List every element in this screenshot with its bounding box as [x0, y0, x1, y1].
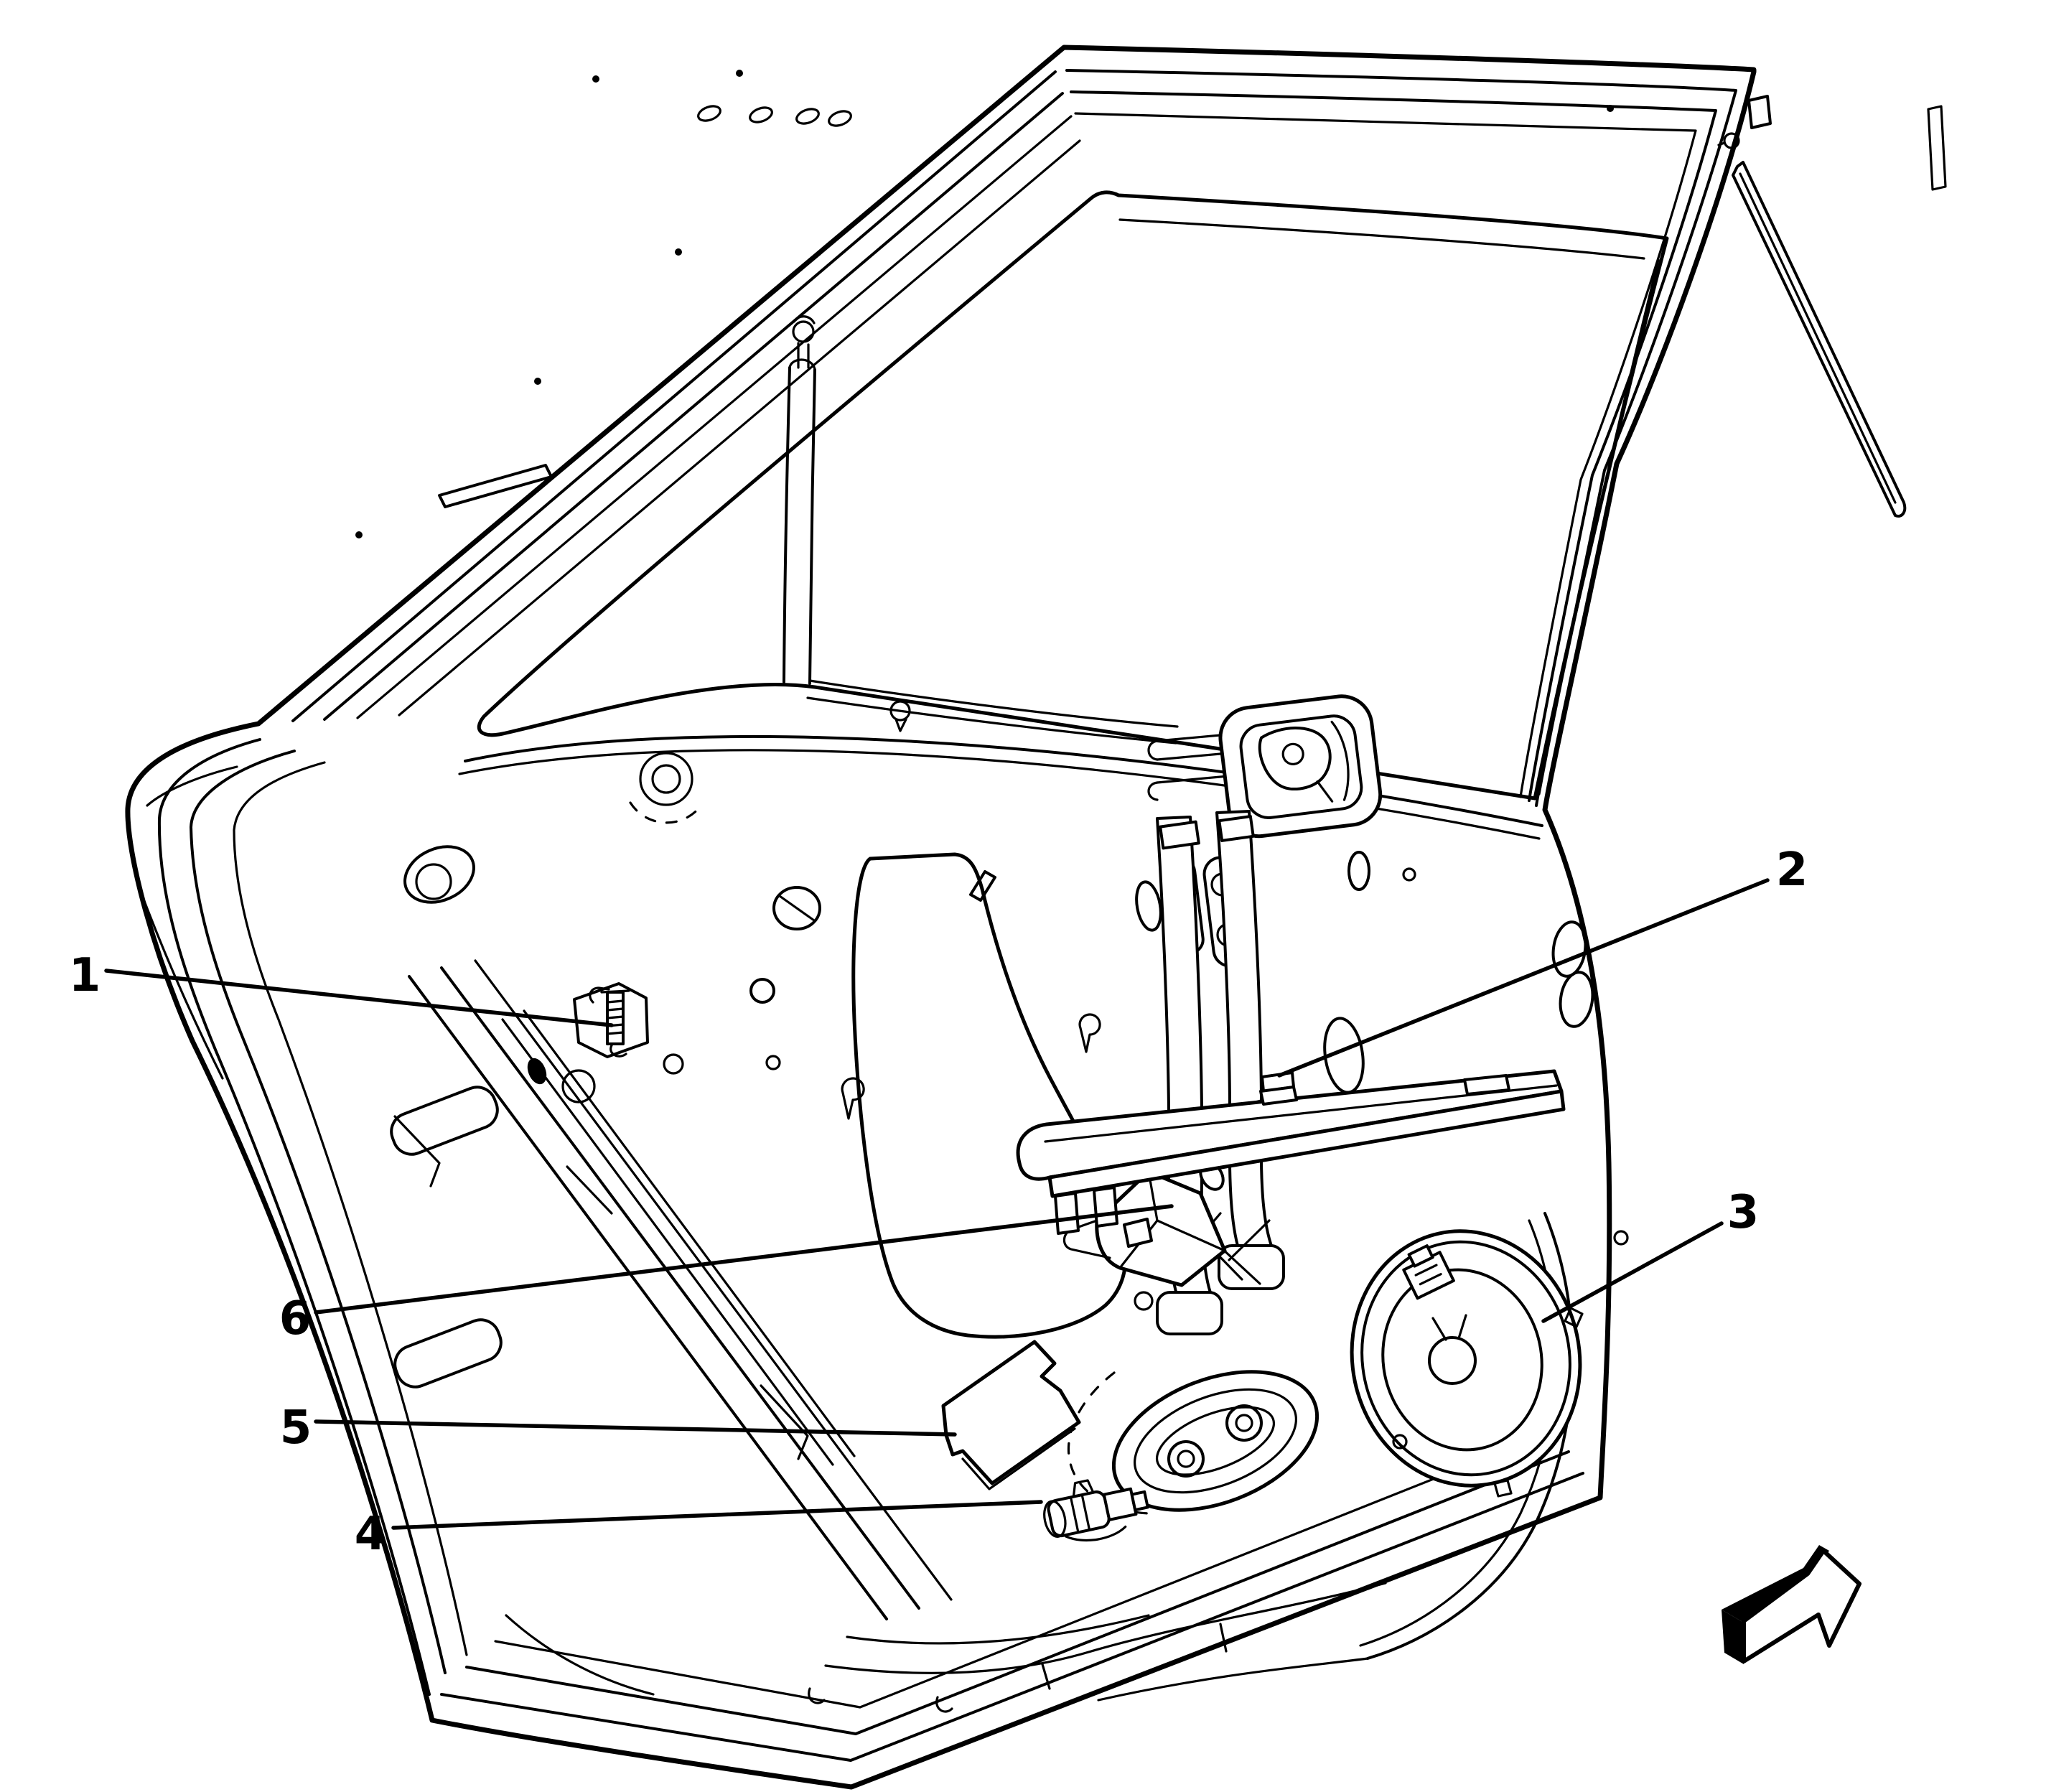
keyhole-slot — [841, 1077, 865, 1120]
keyhole-slot — [1078, 1013, 1101, 1053]
door-outline — [125, 45, 1757, 1790]
speaker — [1350, 1229, 1584, 1498]
window-division-channel — [783, 315, 816, 685]
callout-5-label: 5 — [280, 1401, 312, 1455]
callouts: 1 2 3 4 5 6 — [69, 844, 1808, 1561]
callout-2-leader — [1277, 878, 1770, 1078]
inside-door-handle — [1147, 694, 1383, 839]
window-opening — [477, 190, 1669, 801]
panel-access-opening — [851, 852, 1128, 1339]
callout-6-leader — [314, 1204, 1174, 1315]
rear-sash-strip — [1732, 161, 1907, 518]
window-regulator-bar — [1016, 1069, 1566, 1235]
door-latch-assembly — [1062, 1161, 1227, 1311]
callout-4-label: 4 — [355, 1508, 387, 1561]
front-direction-arrow-icon — [1722, 1545, 1862, 1664]
callout-6-label: 6 — [279, 1292, 312, 1345]
callout-2-label: 2 — [1776, 844, 1808, 897]
callout-1-label: 1 — [69, 949, 101, 1002]
callout-1-leader — [104, 969, 614, 1027]
door-check-bolt — [573, 982, 649, 1058]
frame-fastener-details — [355, 70, 1947, 538]
lock-actuator — [1043, 1479, 1149, 1542]
callout-4-leader — [391, 1500, 1043, 1530]
speaker-connector — [1402, 1244, 1455, 1300]
callout-5-leader — [314, 1419, 957, 1437]
deflector-pad — [941, 1340, 1081, 1490]
callout-3-label: 3 — [1727, 1186, 1760, 1239]
corner-bracket — [1747, 95, 1772, 129]
callout-3-leader — [1541, 1221, 1724, 1323]
handle-lever — [1258, 727, 1332, 790]
